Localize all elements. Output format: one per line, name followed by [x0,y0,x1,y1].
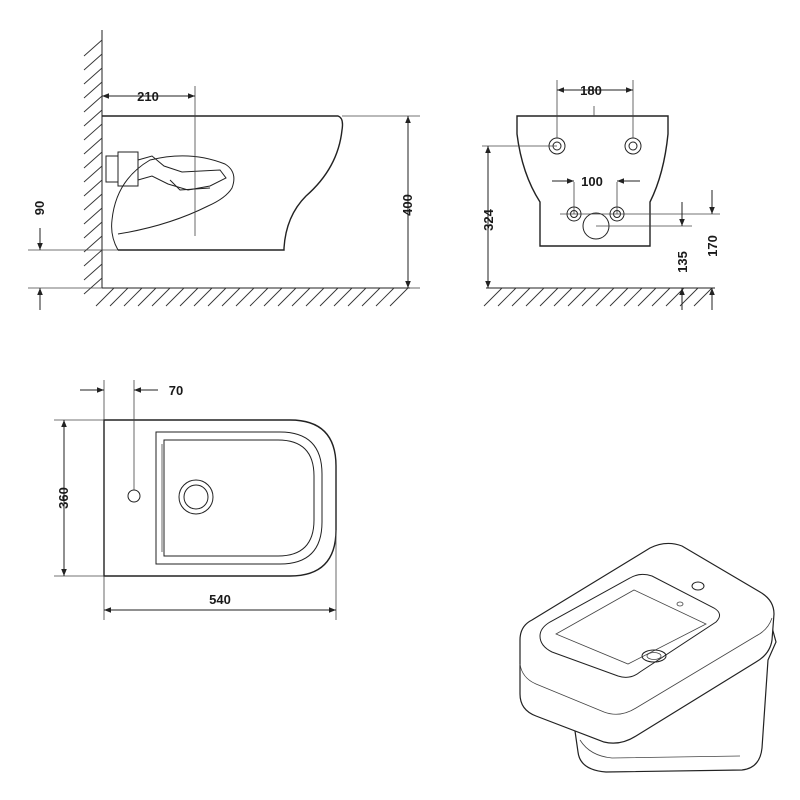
hatch-line [95,287,115,307]
top-view: 70 360 540 [54,380,337,620]
hatch-line [151,287,171,307]
hatch-line [179,287,199,307]
dim-360: 360 [54,419,104,577]
hatch-line [83,151,103,169]
dim-210: 210 [102,89,195,104]
dim-540: 540 [103,530,337,620]
hatch-line [83,235,103,253]
hatch-line [277,287,297,307]
side-view: 210 90 400 [28,30,420,310]
hatch-line [553,287,573,307]
hatch-line [623,287,643,307]
hatch-line [581,287,601,307]
floor-hatch [95,287,410,307]
hatch-line [83,81,103,99]
hatch-line [483,287,503,307]
front-view: 180 100 324 135 170 [481,80,720,310]
hatch-line [83,123,103,141]
dim-100: 100 [552,174,640,189]
hatch-line [333,287,353,307]
waste-outlet-side [105,151,227,191]
hatch-line [83,165,103,183]
bidet-front-profile [516,115,669,247]
bidet-top-outline [103,419,337,577]
hatch-line [83,137,103,155]
dim-360-label: 360 [56,487,71,509]
hatch-line [83,179,103,197]
hatch-line [567,287,587,307]
hatch-line [651,287,671,307]
hatch-line [693,287,713,307]
dim-135: 135 [675,202,690,310]
dim-135-label: 135 [675,251,690,273]
outlet-holes [566,206,625,240]
dim-324: 324 [481,146,496,288]
hatch-line [193,287,213,307]
dim-400-label: 400 [400,194,415,216]
bidet-side-profile [102,115,344,251]
hatch-line [375,287,395,307]
hatch-line [83,39,103,57]
hatch-line [83,95,103,113]
perspective-view [519,542,777,773]
hatch-line [83,67,103,85]
hatch-line [83,249,103,267]
hatch-line [525,287,545,307]
hatch-line [263,287,283,307]
dim-100-label: 100 [581,174,603,189]
hatch-line [249,287,269,307]
wall-hatch [83,30,103,295]
hatch-line [361,287,381,307]
hatch-line [665,287,685,307]
hatch-line [637,287,657,307]
hatch-line [679,287,699,307]
hatch-line [207,287,227,307]
hatch-line [109,287,129,307]
inlet-holes [548,137,642,155]
dim-90-label: 90 [32,201,47,215]
hatch-line [83,221,103,239]
hatch-line [389,287,409,307]
hatch-line [221,287,241,307]
hatch-line [235,287,255,307]
hatch-line [83,193,103,211]
hatch-line [83,109,103,127]
dim-170-label: 170 [705,235,720,257]
hatch-line [497,287,517,307]
hatch-line [539,287,559,307]
hatch-line [83,53,103,71]
dim-180: 180 [557,83,633,98]
dim-170: 170 [705,190,720,310]
hatch-line [291,287,311,307]
hatch-line [83,277,103,295]
dim-400: 400 [342,115,420,289]
hatch-line [305,287,325,307]
dim-180-label: 180 [580,83,602,98]
tap-hole-top [127,489,141,503]
drain-top [178,479,214,515]
dim-324-label: 324 [481,208,496,230]
hatch-line [123,287,143,307]
dim-540-label: 540 [209,592,231,607]
dim-210-label: 210 [137,89,159,104]
hatch-line [511,287,531,307]
hatch-line [595,287,615,307]
hatch-line [319,287,339,307]
dim-90: 90 [28,201,118,310]
floor-hatch-front [483,287,713,307]
hatch-line [83,263,103,281]
dim-70-label: 70 [169,383,183,398]
hatch-line [609,287,629,307]
hatch-line [347,287,367,307]
dim-70: 70 [80,383,183,398]
hatch-line [137,287,157,307]
hatch-line [165,287,185,307]
hatch-line [83,207,103,225]
